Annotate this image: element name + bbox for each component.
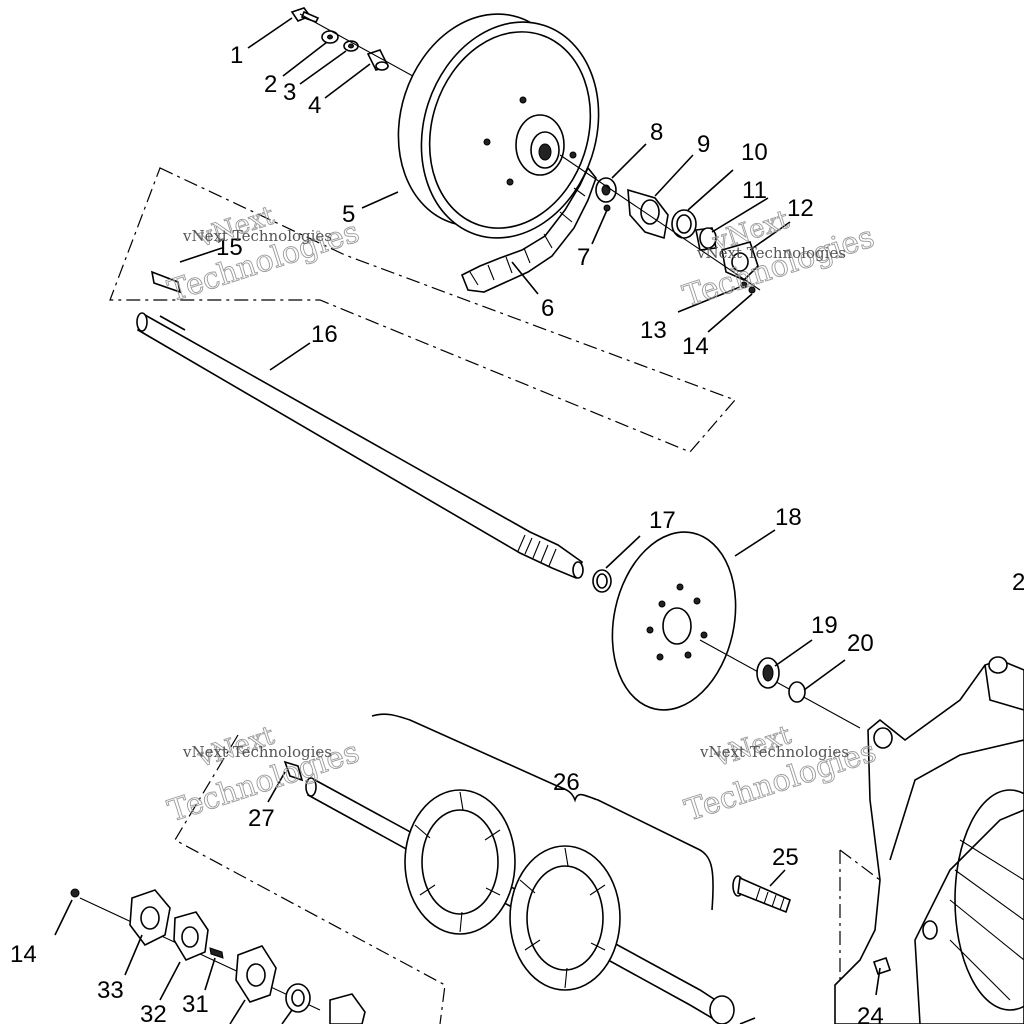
bolt-27 (283, 760, 304, 782)
callout-25: 25 (772, 844, 799, 871)
callout-11: 11 (742, 177, 767, 204)
leader-lines (54, 17, 881, 1024)
callout-26: 26 (553, 769, 580, 796)
watermark-small-top-right: vNext Technologies (696, 244, 846, 262)
watermark-small-top-left: vNext Technologies (182, 227, 332, 245)
phantom-box-upper (109, 167, 737, 453)
bolt-1 (290, 7, 320, 23)
bearing-11 (695, 227, 717, 251)
callout-33: 33 (97, 977, 124, 1004)
drive-sprocket-5 (397, 13, 600, 239)
gasket-10 (671, 209, 697, 239)
watermark-bottom-right: vNext Technologies (680, 720, 881, 829)
callout-20: 20 (847, 630, 874, 657)
callout-21-partial: 2 (1012, 569, 1024, 596)
track-driver-left (404, 789, 516, 935)
key-15 (150, 270, 182, 294)
callout-10: 10 (741, 139, 768, 166)
callout-27: 27 (248, 805, 275, 832)
callout-32: 32 (140, 1001, 167, 1024)
bearing-lower (285, 983, 311, 1013)
callout-15: 15 (216, 234, 243, 261)
callout-17: 17 (649, 507, 676, 534)
bolt-31 (209, 947, 224, 959)
nut-24 (872, 956, 892, 976)
seal-19 (756, 657, 780, 689)
o-ring-20 (788, 681, 806, 703)
chaincase-housing (834, 656, 1024, 1024)
drive-chain-6 (460, 166, 597, 293)
callout-6: 6 (541, 295, 554, 322)
callout-3: 3 (283, 79, 296, 106)
callout-8: 8 (650, 119, 663, 146)
brake-disc-18 (611, 531, 737, 711)
bolt-25 (732, 875, 791, 914)
callout-13: 13 (640, 317, 667, 344)
spacer-4 (366, 49, 390, 71)
callout-19: 19 (811, 612, 838, 639)
callout-5: 5 (342, 201, 355, 228)
callout-7: 7 (577, 244, 590, 271)
washer-2 (321, 30, 339, 44)
callout-9: 9 (697, 131, 710, 158)
gasket-32 (173, 911, 209, 962)
watermark-small-bottom-left: vNext Technologies (182, 743, 332, 761)
flange-33 (129, 889, 171, 947)
o-ring-17 (592, 569, 612, 593)
callout-2: 2 (264, 71, 277, 98)
callout-31: 31 (182, 991, 209, 1018)
bracket-26 (371, 713, 714, 911)
callout-18: 18 (775, 504, 802, 531)
nut-14-lower (70, 888, 80, 898)
callout-16: 16 (311, 321, 338, 348)
callout-4: 4 (308, 92, 321, 119)
callout-12: 12 (787, 195, 814, 222)
track-driver-right (509, 845, 621, 991)
drive-shaft-16 (136, 312, 584, 580)
callout-14-upper: 14 (682, 333, 709, 360)
nut-13 (740, 281, 748, 289)
callout-1: 1 (230, 42, 243, 69)
callout-14-lower: 14 (10, 941, 37, 968)
flange-lower-c (329, 993, 366, 1024)
flange-lower-b (235, 945, 277, 1003)
nut-14-upper (748, 286, 756, 294)
watermark-small-bottom-right: vNext Technologies (699, 743, 849, 761)
callout-24: 24 (857, 1003, 884, 1024)
track-driveshaft-26 (305, 777, 735, 1024)
callout-labels: 1 2 3 4 5 6 7 8 9 10 11 12 13 14 15 16 1… (10, 42, 1024, 1024)
